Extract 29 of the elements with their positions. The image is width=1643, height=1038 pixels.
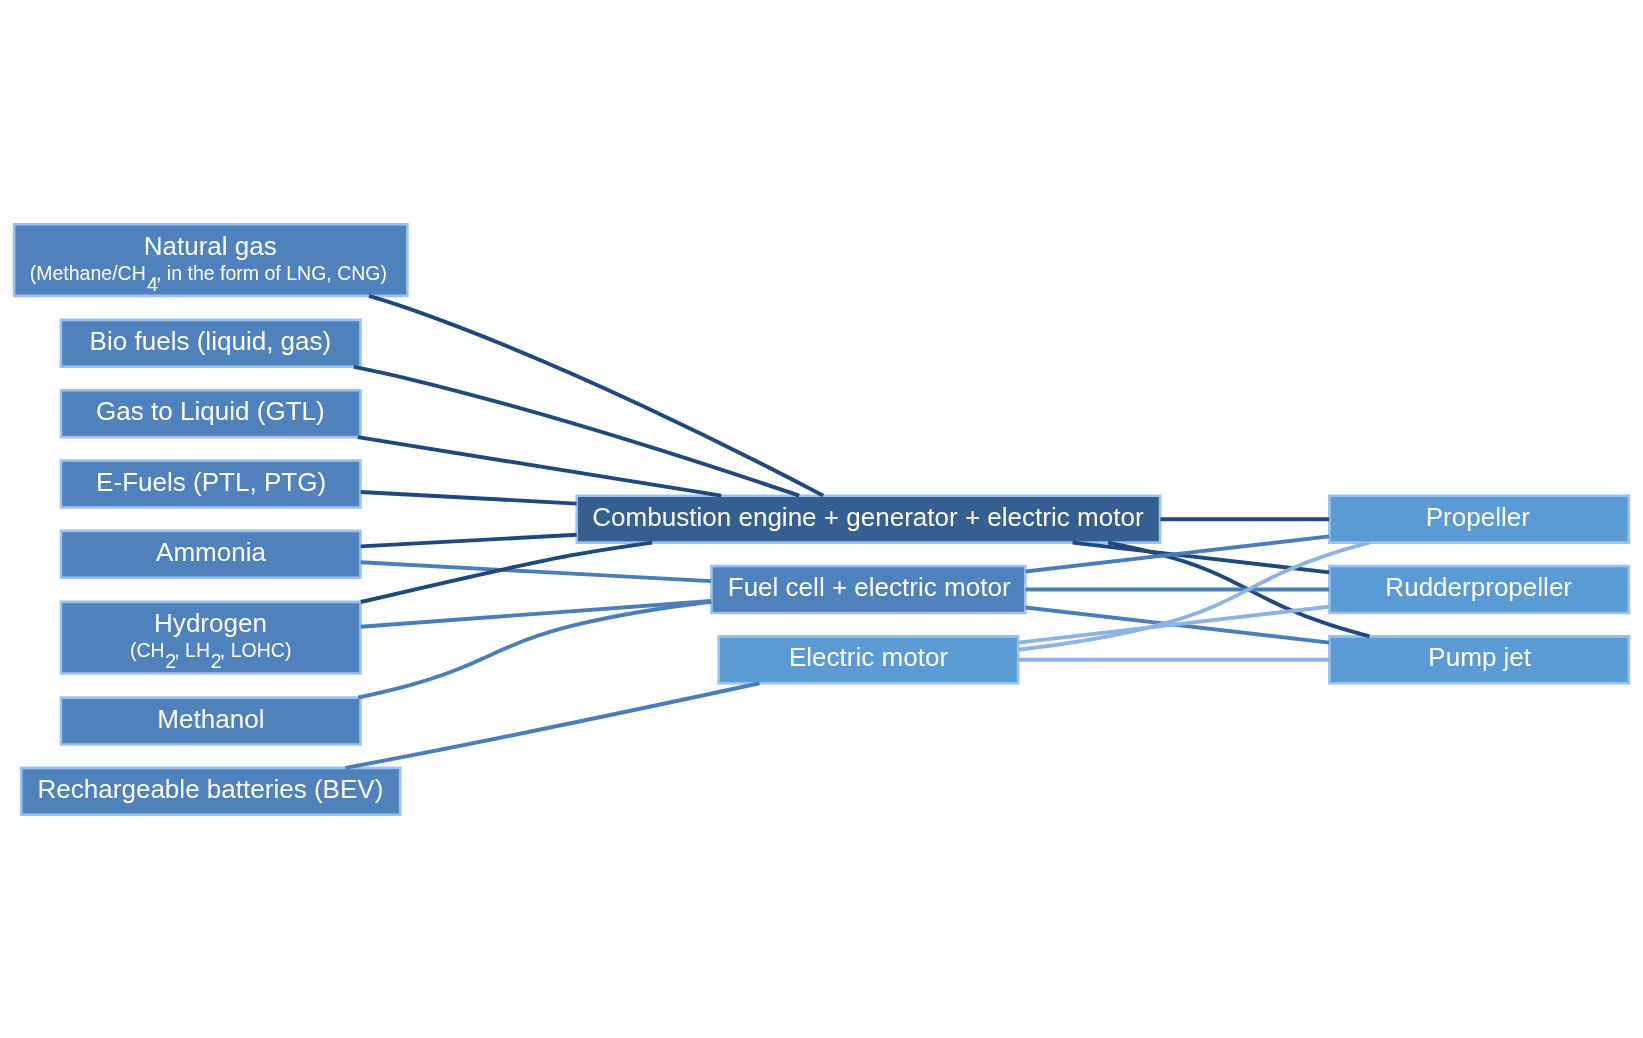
connector bbox=[1160, 516, 1330, 521]
node-box: Gas to Liquid (GTL) bbox=[59, 388, 362, 438]
connector bbox=[357, 599, 712, 699]
node-box: Methanol bbox=[59, 695, 362, 746]
connector bbox=[353, 364, 800, 497]
connector bbox=[360, 540, 653, 604]
node-box: Rudderpropeller bbox=[1328, 564, 1631, 614]
connector bbox=[368, 293, 825, 497]
connector bbox=[360, 559, 712, 583]
node-box: Combustion engine + generator + electric motor bbox=[575, 493, 1162, 544]
connector bbox=[1107, 540, 1370, 638]
node-box: Ammonia bbox=[59, 529, 362, 579]
node-box: Propeller bbox=[1328, 493, 1631, 544]
connector bbox=[360, 532, 577, 548]
connector bbox=[360, 598, 712, 629]
node-box: Bio fuels (liquid, gas) bbox=[59, 318, 362, 368]
connector bbox=[1025, 587, 1330, 591]
node-box: E-Fuels (PTL, PTG) bbox=[59, 458, 362, 509]
connector bbox=[1018, 657, 1330, 662]
node-box: Fuel cell + electric motor bbox=[710, 564, 1027, 614]
connector bbox=[1025, 533, 1330, 573]
connector bbox=[345, 680, 760, 770]
node-box: Rechargeable batteries (BEV) bbox=[19, 766, 402, 816]
node-box: Electric motor bbox=[717, 634, 1020, 685]
node-box: Pump jet bbox=[1328, 634, 1631, 685]
connector bbox=[360, 489, 577, 506]
connector bbox=[357, 434, 722, 498]
connector bbox=[1017, 540, 1370, 652]
connector bbox=[1072, 540, 1330, 574]
